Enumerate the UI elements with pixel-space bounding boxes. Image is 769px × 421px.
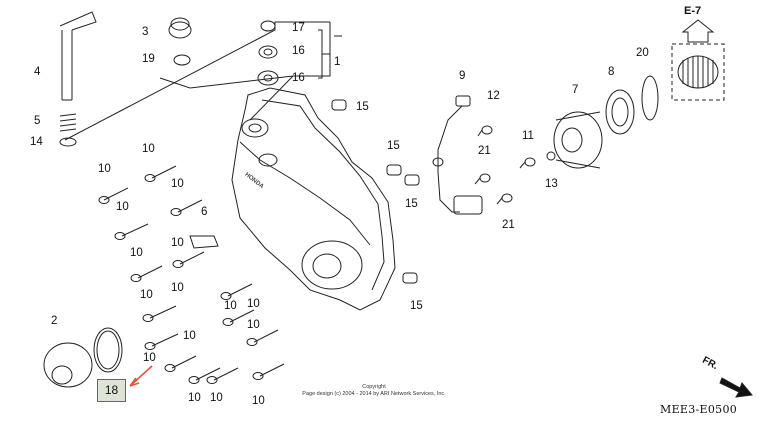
label-part-9: 9 — [459, 70, 466, 82]
label-part-10l: 10 — [183, 330, 196, 342]
label-part-6: 6 — [201, 206, 208, 218]
label-part-12: 12 — [487, 90, 500, 102]
ref-label-e7: E-7 — [684, 5, 702, 17]
copyright-notice: Copyright Page design (c) 2004 - 2014 by… — [284, 384, 464, 397]
label-part-8: 8 — [608, 66, 615, 78]
label-part-10e: 10 — [130, 247, 143, 259]
label-part-1: 1 — [334, 56, 341, 68]
label-part-7: 7 — [572, 84, 579, 96]
label-part-10a: 10 — [142, 143, 155, 155]
label-part-10i: 10 — [224, 300, 237, 312]
label-part-21a: 21 — [478, 145, 491, 157]
label-part-15b: 15 — [387, 140, 400, 152]
label-part-15d: 15 — [410, 300, 423, 312]
label-part-15a: 15 — [356, 101, 369, 113]
label-part-10h: 10 — [140, 289, 153, 301]
copyright-line-2: Page design (c) 2004 - 2014 by ARI Netwo… — [302, 390, 446, 397]
label-part-10c: 10 — [171, 178, 184, 190]
label-part-16b: 16 — [292, 72, 305, 84]
label-part-11: 11 — [522, 130, 534, 142]
label-part-14: 14 — [30, 136, 43, 148]
label-part-20: 20 — [636, 47, 649, 59]
label-part-21b: 21 — [502, 219, 515, 231]
diagram-code: MEE3-E0500 — [660, 403, 738, 416]
label-part-16a: 16 — [292, 45, 305, 57]
label-part-10d: 10 — [116, 201, 129, 213]
label-part-10b: 10 — [98, 163, 111, 175]
label-part-3: 3 — [142, 26, 149, 38]
label-part-10m: 10 — [143, 352, 156, 364]
label-part-10o: 10 — [210, 392, 223, 404]
label-part-10n: 10 — [188, 392, 201, 404]
label-part-10f: 10 — [171, 237, 184, 249]
label-part-10p: 10 — [252, 395, 265, 407]
label-part-17: 17 — [292, 22, 305, 34]
copyright-line-1: Copyright — [362, 384, 386, 390]
label-part-4: 4 — [34, 66, 41, 78]
highlighted-part-18[interactable]: 18 — [97, 379, 126, 402]
label-part-2: 2 — [51, 315, 58, 327]
label-part-5: 5 — [34, 115, 41, 127]
label-part-10k: 10 — [247, 319, 260, 331]
right-crankcase-cover — [231, 87, 396, 311]
label-part-13: 13 — [545, 178, 558, 190]
label-part-10g: 10 — [171, 282, 184, 294]
label-part-19: 19 — [142, 53, 155, 65]
label-part-15c: 15 — [405, 198, 418, 210]
label-part-10j: 10 — [247, 298, 260, 310]
